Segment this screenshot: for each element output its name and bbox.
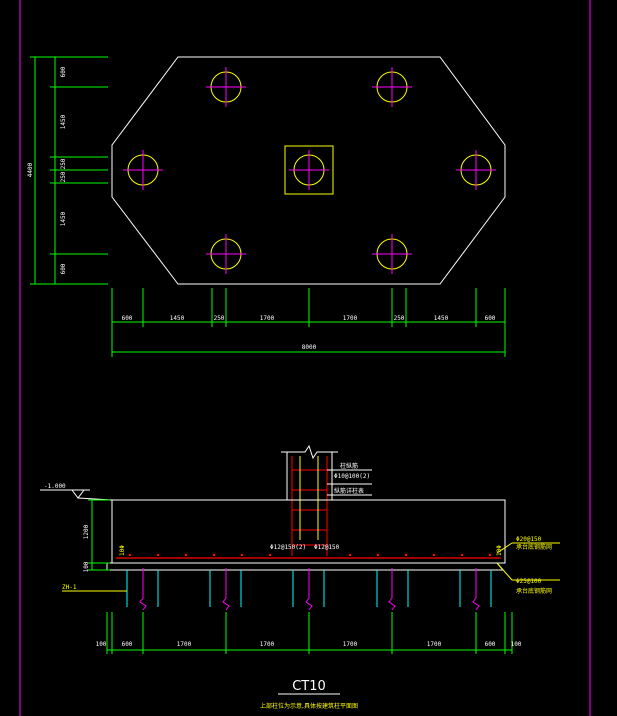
sec-dim-1: 100 <box>96 641 107 648</box>
pile-5 <box>456 150 496 190</box>
column-note-2: 纵筋详柱表 <box>334 487 364 495</box>
section-left-dims <box>88 499 110 571</box>
pile-6 <box>206 234 246 274</box>
bottom-dim-6: 250 <box>394 315 405 322</box>
top-rebar-note-2: 承台底钢筋网 <box>516 543 552 551</box>
column-note: 柱纵筋 <box>340 462 358 470</box>
section-pile-axes <box>139 568 480 611</box>
bottom-dim-5: 1700 <box>343 315 358 322</box>
sec-dim-6: 1700 <box>427 641 442 648</box>
column-stub <box>281 444 338 500</box>
blinding-layer <box>106 562 505 571</box>
sec-dim-2: 600 <box>122 641 133 648</box>
elevation-marker <box>40 489 113 501</box>
section-piles <box>126 570 492 607</box>
sec-dim-8: 100 <box>511 641 522 648</box>
sec-dim-4: 1700 <box>260 641 275 648</box>
left-dim-6: 600 <box>60 263 67 274</box>
bottom-rebar-note: Φ25@100 <box>516 578 542 585</box>
column-rebar <box>291 456 328 556</box>
plan-total-height: 4400 <box>27 162 34 177</box>
cap-section-outline <box>111 499 506 564</box>
side-tag-right: 10Φ <box>496 545 503 556</box>
stirrup-note-2: Φ12@150(2) <box>270 544 306 551</box>
title-block: CT10 上部柱位为示意,具体按建筑柱平面图 <box>260 679 358 710</box>
rebar-dots <box>128 553 492 557</box>
bottom-dim-2: 1450 <box>170 315 185 322</box>
side-tag-left: 10Φ <box>119 545 126 556</box>
pile-1 <box>206 67 246 107</box>
pile-cap-outline <box>111 56 506 285</box>
pile-label: ZH-1 <box>62 584 77 591</box>
elevation-label: -1.000 <box>44 483 66 490</box>
pile-4 <box>289 150 329 190</box>
stirrup-note-1: Φ10@100(2) <box>334 473 370 480</box>
rebar-leaders <box>496 542 560 581</box>
plan-total-width: 8000 <box>302 344 317 351</box>
bottom-dim-8: 600 <box>485 315 496 322</box>
sec-dim-5: 1700 <box>343 641 358 648</box>
bottom-dimension-chain <box>111 288 506 357</box>
bottom-dim-7: 1450 <box>434 315 449 322</box>
section-view: -1.000 1200 100 ZH-1 10Φ 10Φ Φ20@150 承台底… <box>40 444 560 654</box>
column-note-leaders <box>327 469 372 496</box>
left-dim-2: 1450 <box>60 114 67 129</box>
drawing-title: CT10 <box>292 679 326 694</box>
cover-label: 100 <box>83 561 90 572</box>
left-dim-5: 1450 <box>60 211 67 226</box>
left-dim-1: 600 <box>60 66 67 77</box>
bottom-dim-3: 250 <box>214 315 225 322</box>
drawing-caption: 上部柱位为示意,具体按建筑柱平面图 <box>260 702 358 710</box>
cap-depth-label: 1200 <box>83 524 90 539</box>
pile-group <box>123 67 496 274</box>
left-dimension-chain <box>30 56 108 285</box>
pile-2 <box>372 67 412 107</box>
column-outline <box>284 145 334 195</box>
pile-3 <box>123 150 163 190</box>
stirrup-note-3: Φ12@150 <box>314 544 340 551</box>
bottom-dim-4: 1700 <box>260 315 275 322</box>
plan-view: 4400 600 1450 250 250 1450 600 600 1450 … <box>27 56 506 357</box>
section-bottom-dims <box>106 612 513 654</box>
top-rebar-note: Φ20@150 <box>516 536 542 543</box>
bottom-rebar-note-2: 承台底钢筋网 <box>516 587 552 595</box>
sec-dim-3: 1700 <box>177 641 192 648</box>
bottom-dim-1: 600 <box>122 315 133 322</box>
sec-dim-7: 600 <box>485 641 496 648</box>
left-dim-3: 250 <box>60 158 67 169</box>
pile-7 <box>372 234 412 274</box>
left-dim-4: 250 <box>60 171 67 182</box>
